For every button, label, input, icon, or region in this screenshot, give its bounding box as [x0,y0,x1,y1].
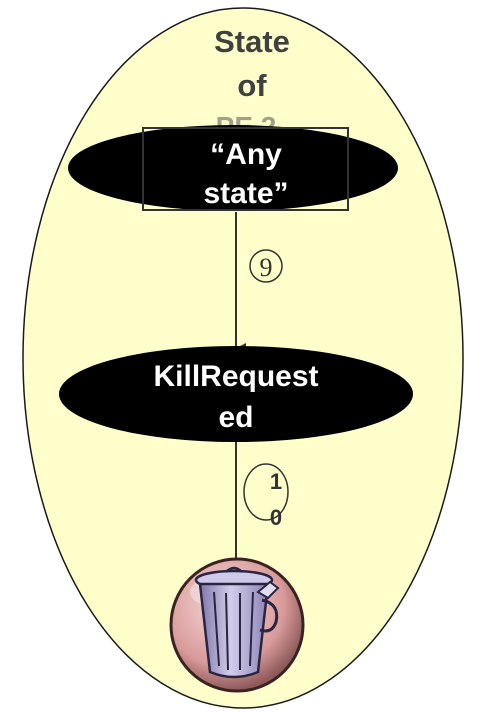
transition-10-label-line2: 0 [270,505,282,530]
state-any-state-label-line2: state” [203,177,288,210]
transition-10-label-line1: 1 [270,469,282,494]
state-kill-requested-label-line2: ed [218,401,253,434]
state-kill-requested[interactable] [59,346,413,442]
state-any-state-frame [142,127,349,211]
state-any-state-label-line1: “Any [210,138,282,171]
state-kill-requested-label-line1: KillRequest [153,360,318,393]
state-any-state[interactable] [68,125,398,211]
container-title-line1: State [214,24,290,59]
container-title-line2: of [237,68,267,103]
transition-9-badge [249,249,283,283]
transition-10-badge [243,463,289,521]
transition-9-label: 9 [260,253,273,282]
trash-can-icon[interactable] [169,557,305,693]
